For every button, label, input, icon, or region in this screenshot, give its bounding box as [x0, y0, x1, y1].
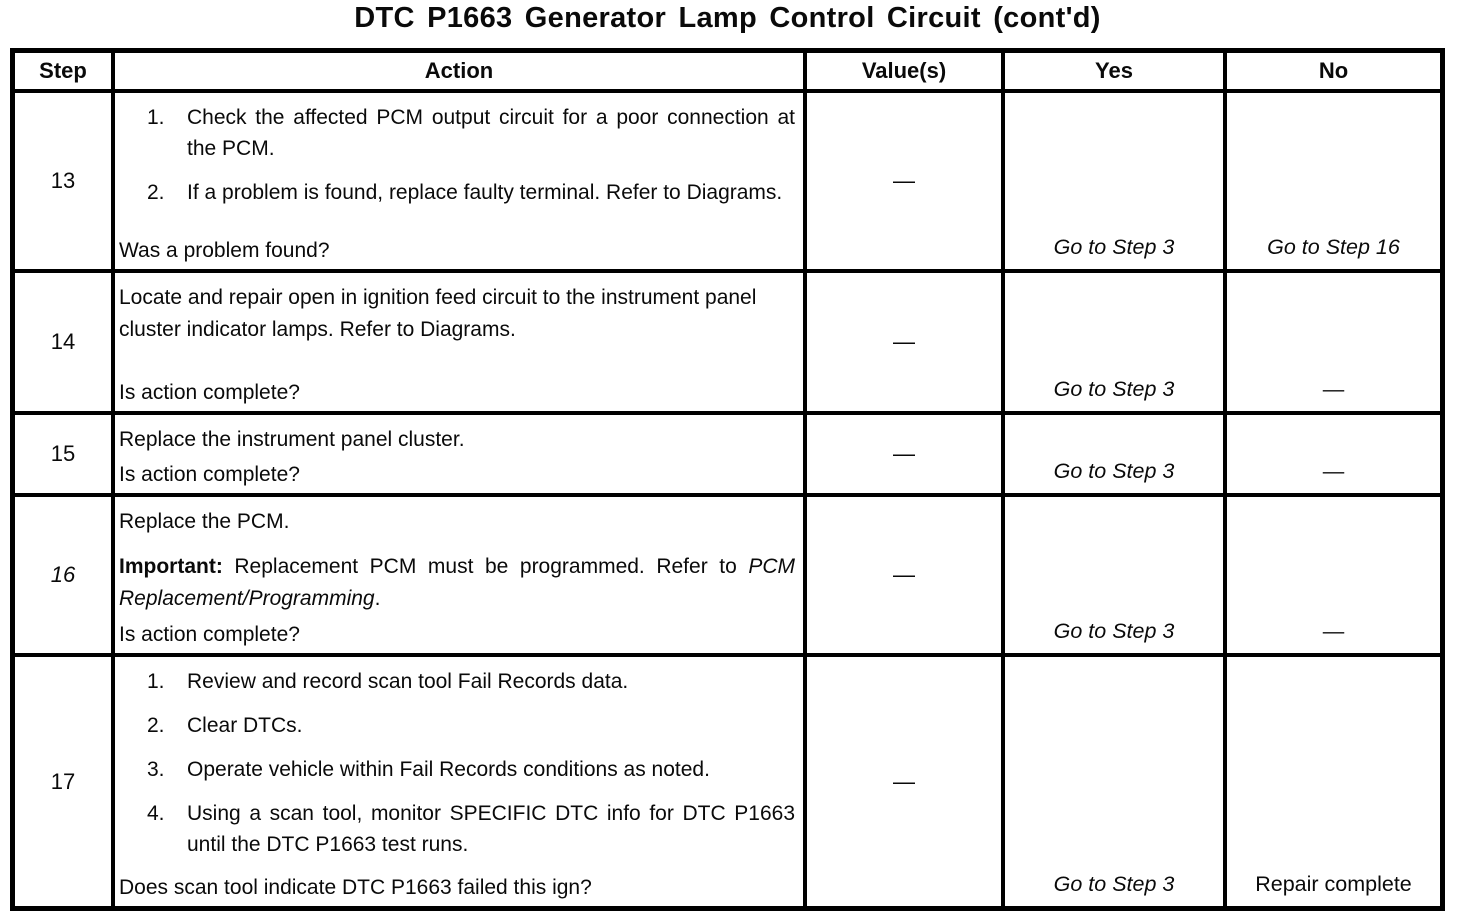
table-row: 17 1. Review and record scan tool Fail R…: [15, 657, 1440, 906]
diagnostic-table: Step Action Value(s) Yes No 13 1. Check …: [10, 48, 1445, 911]
table-row: 14 Locate and repair open in ignition fe…: [15, 273, 1440, 415]
no-result: —: [1322, 619, 1345, 643]
list-item-number: 3.: [147, 758, 165, 781]
header-cell-no: No: [1318, 58, 1349, 83]
yes-cell: Go to Step 3: [1005, 657, 1227, 906]
action-paragraph: Replace the instrument panel cluster.: [119, 428, 465, 451]
action-list-item: 4. Using a scan tool, monitor SPECIFIC D…: [147, 798, 797, 860]
list-item-number: 1.: [147, 106, 165, 129]
action-list: 1. Check the affected PCM output circuit…: [119, 102, 797, 208]
action-list-item: 3. Operate vehicle within Fail Records c…: [147, 754, 797, 785]
step-number: 15: [15, 415, 115, 493]
value-cell: —: [807, 93, 1005, 269]
yes-result: Go to Step 3: [1053, 377, 1175, 401]
action-paragraph: Replace the PCM.: [119, 510, 290, 533]
action-important-note: Important: Replacement PCM must be progr…: [119, 551, 797, 615]
table-header-row: Step Action Value(s) Yes No: [15, 53, 1440, 93]
header-cell-action: Action: [115, 53, 807, 89]
yes-cell: Go to Step 3: [1005, 415, 1227, 493]
yes-cell: Go to Step 3: [1005, 497, 1227, 653]
action-question: Is action complete?: [119, 381, 300, 404]
important-text: Replacement PCM must be programmed. Refe…: [222, 555, 749, 578]
yes-result: Go to Step 3: [1053, 459, 1175, 483]
action-list-item: 2. If a problem is found, replace faulty…: [147, 177, 797, 208]
list-item-text: Operate vehicle within Fail Records cond…: [187, 758, 710, 781]
table-row: 13 1. Check the affected PCM output circ…: [15, 93, 1440, 273]
yes-result: Go to Step 3: [1053, 872, 1175, 896]
action-paragraphs: Replace the PCM. Important: Replacement …: [119, 506, 797, 615]
important-label: Important:: [119, 555, 223, 578]
action-list: 1. Review and record scan tool Fail Reco…: [119, 666, 797, 860]
action-list-item: 2. Clear DTCs.: [147, 710, 797, 741]
list-item-number: 2.: [147, 714, 165, 737]
no-result: Repair complete: [1255, 872, 1412, 896]
no-cell: —: [1227, 497, 1440, 653]
header-cell-yes: Yes: [1005, 53, 1227, 89]
no-cell: Go to Step 16: [1227, 93, 1440, 269]
action-cell: 1. Check the affected PCM output circuit…: [115, 93, 807, 269]
no-result: —: [1322, 377, 1345, 401]
list-item-text: Clear DTCs.: [187, 714, 303, 737]
yes-result: Go to Step 3: [1053, 619, 1175, 643]
table-row: 16 Replace the PCM. Important: Replaceme…: [15, 497, 1440, 657]
step-number: 16: [15, 497, 115, 653]
no-result: Go to Step 16: [1267, 235, 1400, 259]
step-number: 13: [15, 93, 115, 269]
document-title: DTC P1663 Generator Lamp Control Circuit…: [354, 2, 1101, 34]
step-number: 17: [15, 657, 115, 906]
value-cell: —: [807, 657, 1005, 906]
important-period: .: [374, 587, 381, 610]
important-reference: PCM Replacement/Programming: [119, 555, 795, 610]
action-list-item: 1. Check the affected PCM output circuit…: [147, 102, 797, 164]
value-cell: —: [807, 273, 1005, 411]
action-cell: Replace the PCM. Important: Replacement …: [115, 497, 807, 653]
list-item-text: Review and record scan tool Fail Records…: [187, 670, 629, 693]
table-row: 15 Replace the instrument panel cluster.…: [15, 415, 1440, 497]
value-cell: —: [807, 415, 1005, 493]
no-cell: Repair complete: [1227, 657, 1440, 906]
list-item-number: 1.: [147, 670, 165, 693]
list-item-text: If a problem is found, replace faulty te…: [187, 181, 783, 204]
value-cell: —: [807, 497, 1005, 653]
list-item-number: 2.: [147, 181, 165, 204]
no-cell: —: [1227, 415, 1440, 493]
action-cell: 1. Review and record scan tool Fail Reco…: [115, 657, 807, 906]
header-cell-values: Value(s): [807, 53, 1005, 89]
header-cell-step: Step: [15, 53, 115, 89]
yes-result: Go to Step 3: [1053, 235, 1175, 259]
yes-cell: Go to Step 3: [1005, 273, 1227, 411]
no-result: —: [1322, 459, 1345, 483]
action-question: Is action complete?: [119, 463, 300, 486]
no-cell: —: [1227, 273, 1440, 411]
list-item-text: Using a scan tool, monitor SPECIFIC DTC …: [187, 802, 795, 856]
action-list-item: 1. Review and record scan tool Fail Reco…: [147, 666, 797, 697]
action-question: Is action complete?: [119, 623, 300, 646]
action-question: Does scan tool indicate DTC P1663 failed…: [119, 876, 592, 899]
list-item-text: Check the affected PCM output circuit fo…: [187, 106, 795, 160]
step-number: 14: [15, 273, 115, 411]
yes-cell: Go to Step 3: [1005, 93, 1227, 269]
action-cell: Replace the instrument panel cluster. Is…: [115, 415, 807, 493]
action-question: Was a problem found?: [119, 239, 330, 262]
action-cell: Locate and repair open in ignition feed …: [115, 273, 807, 411]
action-paragraph: Locate and repair open in ignition feed …: [119, 286, 757, 341]
list-item-number: 4.: [147, 802, 165, 825]
